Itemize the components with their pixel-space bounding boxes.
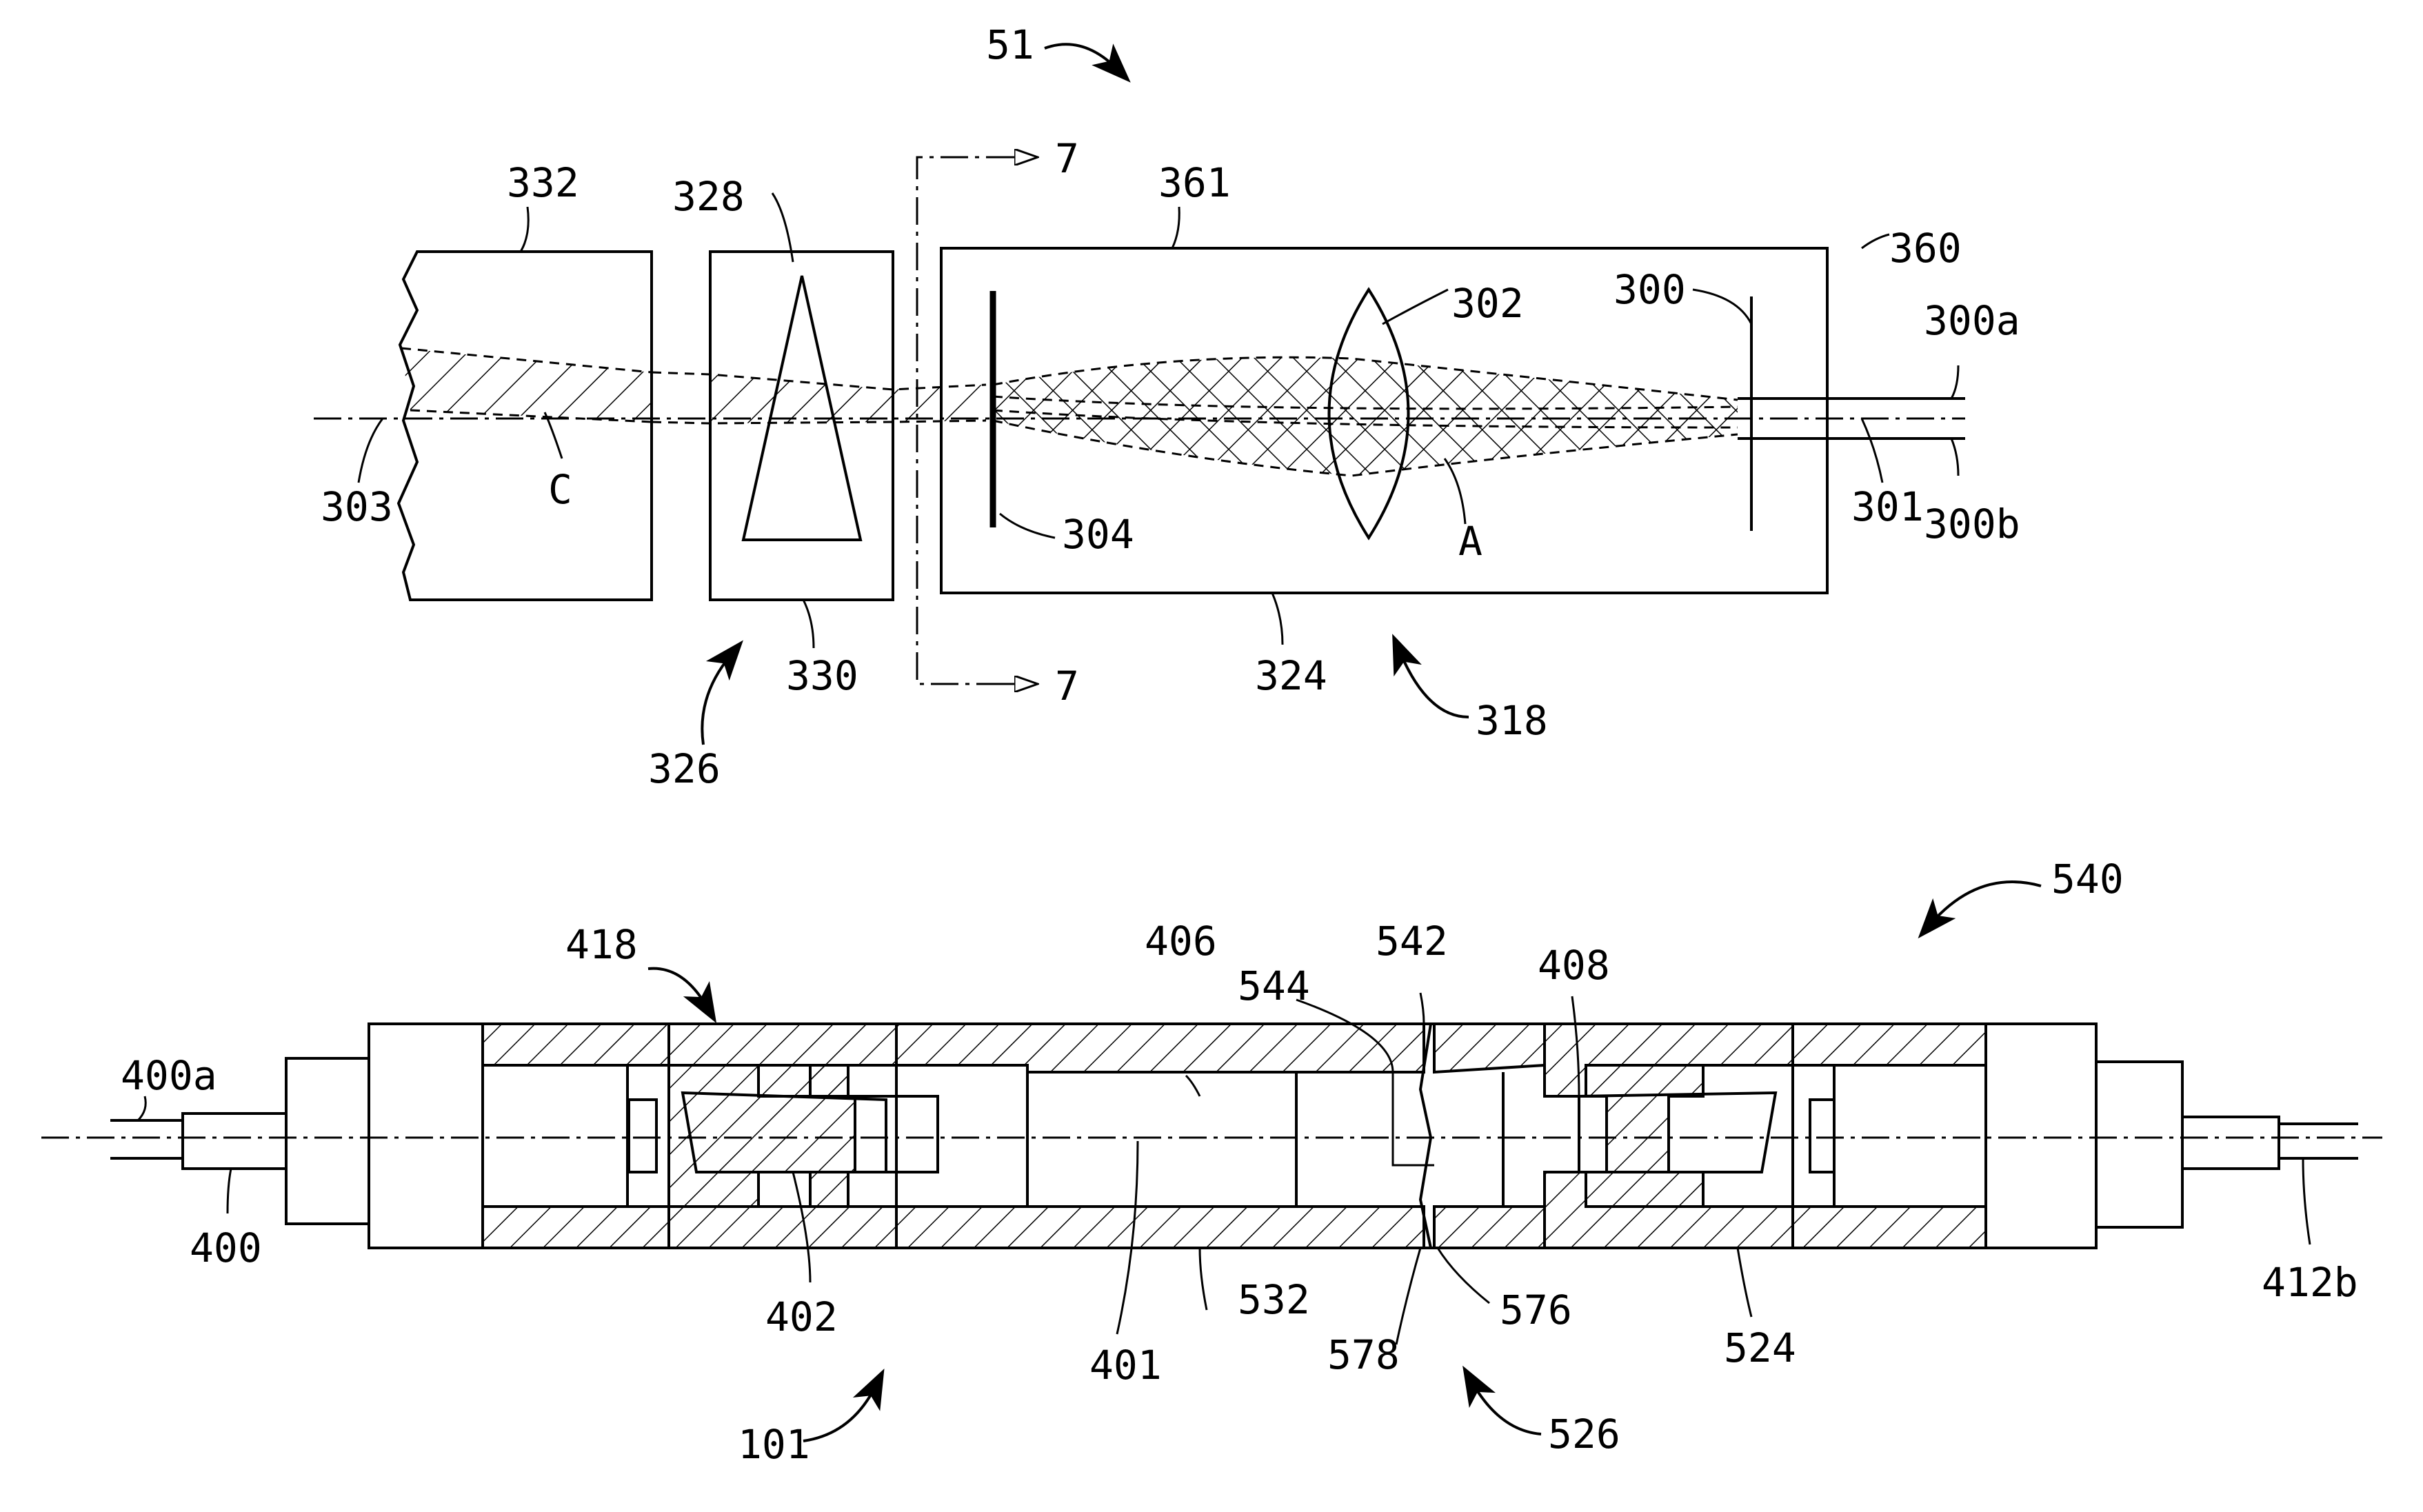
- label-406: 406: [1145, 918, 1217, 965]
- label-326: 326: [648, 745, 721, 792]
- label-401: 401: [1089, 1342, 1162, 1389]
- label-328: 328: [672, 173, 745, 220]
- block-332: [399, 252, 652, 600]
- label-332: 332: [507, 159, 579, 206]
- bottom-figure: 540 418 406 542 408 544 400a 400 402 401…: [41, 856, 2382, 1468]
- label-526: 526: [1548, 1411, 1620, 1458]
- label-400a: 400a: [121, 1052, 217, 1099]
- label-7-bottom: 7: [1055, 663, 1079, 709]
- label-576: 576: [1500, 1287, 1572, 1333]
- label-300b: 300b: [1924, 501, 2020, 547]
- label-302: 302: [1451, 280, 1524, 327]
- label-402: 402: [765, 1293, 838, 1340]
- label-412b: 412b: [2262, 1259, 2358, 1306]
- label-300: 300: [1613, 266, 1686, 313]
- label-418: 418: [565, 921, 638, 968]
- label-544: 544: [1238, 962, 1310, 1009]
- top-figure: 51 7 7 332 328 361 360 302 300 300a 301 …: [314, 21, 2020, 792]
- label-A: A: [1458, 518, 1482, 565]
- label-C: C: [548, 466, 572, 513]
- label-318: 318: [1476, 697, 1548, 744]
- label-532: 532: [1238, 1276, 1310, 1323]
- label-330: 330: [786, 652, 858, 699]
- label-524: 524: [1724, 1324, 1796, 1371]
- label-101: 101: [738, 1421, 810, 1468]
- label-400: 400: [190, 1224, 262, 1271]
- label-300a: 300a: [1924, 297, 2020, 344]
- label-324: 324: [1255, 652, 1327, 699]
- label-7-top: 7: [1055, 135, 1079, 182]
- label-542: 542: [1376, 918, 1448, 965]
- label-540: 540: [2051, 856, 2124, 903]
- label-361: 361: [1158, 159, 1231, 206]
- label-303: 303: [321, 483, 393, 530]
- label-360: 360: [1889, 225, 1962, 272]
- label-301: 301: [1851, 483, 1924, 530]
- block-330: [652, 252, 986, 600]
- label-304: 304: [1062, 511, 1134, 558]
- label-51: 51: [986, 21, 1034, 68]
- label-408: 408: [1538, 942, 1610, 989]
- label-578: 578: [1327, 1331, 1400, 1378]
